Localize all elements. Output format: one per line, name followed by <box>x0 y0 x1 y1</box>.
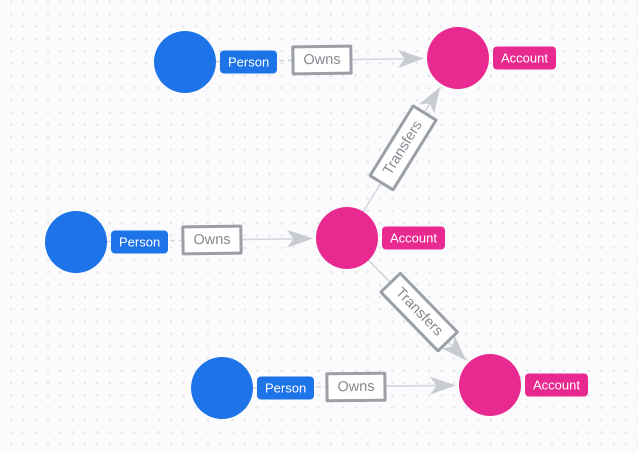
relationship-label-owns[interactable]: Owns <box>180 224 243 256</box>
account-node-circle[interactable] <box>427 27 489 89</box>
account-node-circle[interactable] <box>459 354 521 416</box>
edge-arrowhead <box>397 49 425 68</box>
node-label-account[interactable]: Account <box>525 373 588 397</box>
person-node-circle[interactable] <box>45 211 107 273</box>
edge-arrowhead <box>418 86 441 114</box>
node-label-account[interactable]: Account <box>493 46 556 70</box>
edge-arrowhead <box>286 229 314 248</box>
node-label-account[interactable]: Account <box>382 226 445 250</box>
person-node-circle[interactable] <box>154 31 216 93</box>
relationship-label-owns[interactable]: Owns <box>325 371 387 402</box>
edge-arrowhead <box>441 335 467 361</box>
edge-arrowhead <box>429 376 457 395</box>
relationship-label-owns[interactable]: Owns <box>290 44 353 76</box>
account-node-circle[interactable] <box>316 207 378 269</box>
node-label-person[interactable]: Person <box>220 50 278 74</box>
node-label-person[interactable]: Person <box>111 230 169 254</box>
node-label-person[interactable]: Person <box>257 376 315 400</box>
person-node-circle[interactable] <box>191 357 253 419</box>
